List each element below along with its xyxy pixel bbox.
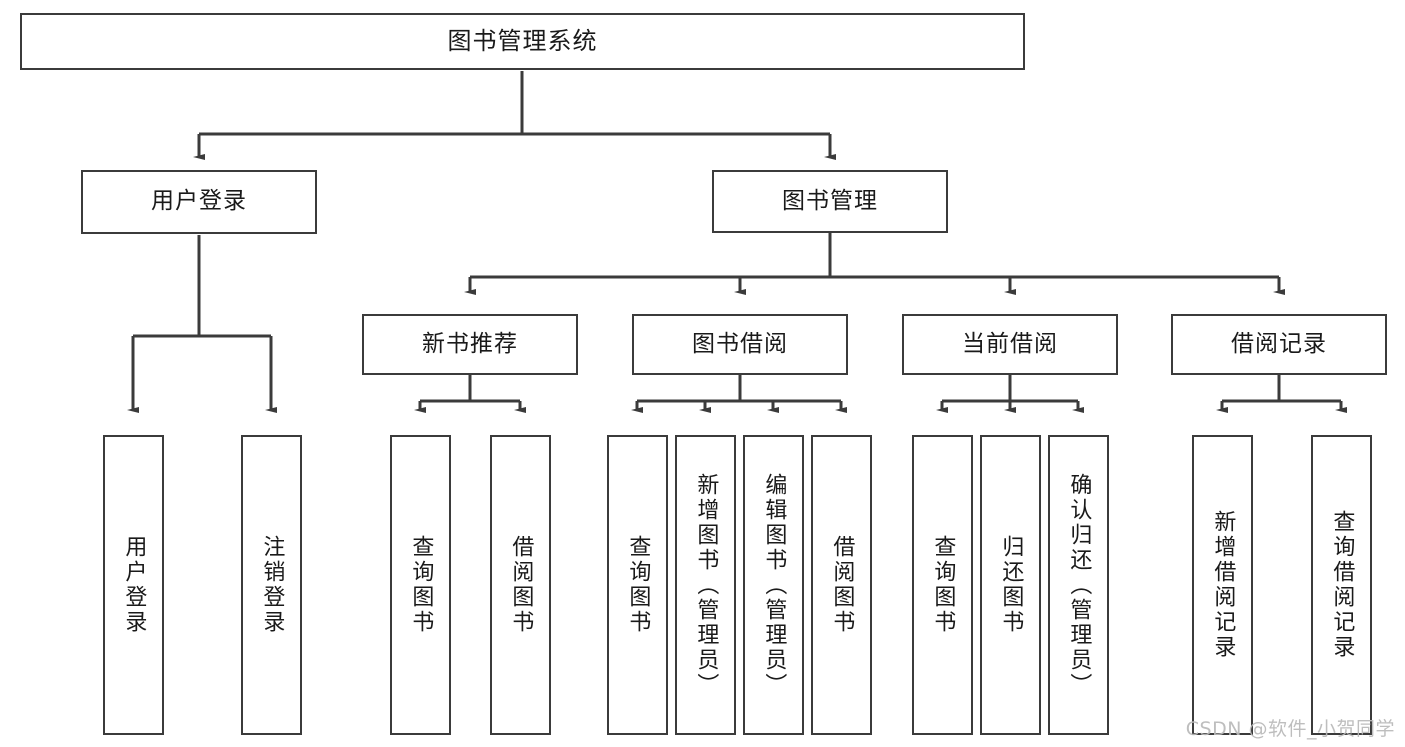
leaf-user-login-logout[interactable]: 注销登录	[241, 435, 302, 735]
leaf-current-borrow-confirm-return-admin[interactable]: 确认归还（管理员）	[1048, 435, 1109, 735]
node-label: 归还图书	[998, 535, 1024, 635]
node-label: 借阅记录	[1231, 330, 1327, 357]
node-label: 新增图书（管理员）	[693, 472, 719, 698]
node-label: 借阅图书	[508, 535, 534, 635]
node-label: 图书管理	[782, 187, 878, 214]
node-book-borrow[interactable]: 图书借阅	[632, 314, 848, 375]
node-book-management[interactable]: 图书管理	[712, 170, 948, 233]
node-borrow-record[interactable]: 借阅记录	[1171, 314, 1387, 375]
leaf-book-borrow-query-book[interactable]: 查询图书	[607, 435, 668, 735]
node-label: 借阅图书	[829, 535, 855, 635]
leaf-user-login-login[interactable]: 用户登录	[103, 435, 164, 735]
leaf-borrow-record-query-record[interactable]: 查询借阅记录	[1311, 435, 1372, 735]
leaf-borrow-record-add-record[interactable]: 新增借阅记录	[1192, 435, 1253, 735]
node-current-borrow[interactable]: 当前借阅	[902, 314, 1118, 375]
leaf-current-borrow-return-book[interactable]: 归还图书	[980, 435, 1041, 735]
node-label: 查询图书	[408, 535, 434, 635]
leaf-new-book-borrow-book[interactable]: 借阅图书	[490, 435, 551, 735]
node-root-book-management-system[interactable]: 图书管理系统	[20, 13, 1025, 70]
node-label: 新增借阅记录	[1210, 510, 1236, 660]
leaf-book-borrow-borrow-book[interactable]: 借阅图书	[811, 435, 872, 735]
node-label: 图书借阅	[692, 330, 788, 357]
node-label: 注销登录	[259, 535, 285, 635]
node-label: 编辑图书（管理员）	[761, 472, 787, 698]
leaf-current-borrow-query-book[interactable]: 查询图书	[912, 435, 973, 735]
leaf-book-borrow-edit-book-admin[interactable]: 编辑图书（管理员）	[743, 435, 804, 735]
node-label: 查询图书	[930, 535, 956, 635]
node-label: 图书管理系统	[447, 27, 598, 56]
csdn-watermark: CSDN @软件_小贺同学	[1185, 718, 1395, 740]
leaf-new-book-query-book[interactable]: 查询图书	[390, 435, 451, 735]
node-label: 查询借阅记录	[1329, 510, 1355, 660]
node-new-book-recommendation[interactable]: 新书推荐	[362, 314, 578, 375]
node-label: 查询图书	[625, 535, 651, 635]
node-user-login[interactable]: 用户登录	[81, 170, 317, 234]
leaf-book-borrow-add-book-admin[interactable]: 新增图书（管理员）	[675, 435, 736, 735]
node-label: 确认归还（管理员）	[1066, 472, 1092, 698]
node-label: 用户登录	[151, 188, 247, 215]
node-label: 新书推荐	[422, 330, 518, 357]
node-label: 当前借阅	[962, 330, 1058, 357]
node-label: 用户登录	[121, 535, 147, 635]
